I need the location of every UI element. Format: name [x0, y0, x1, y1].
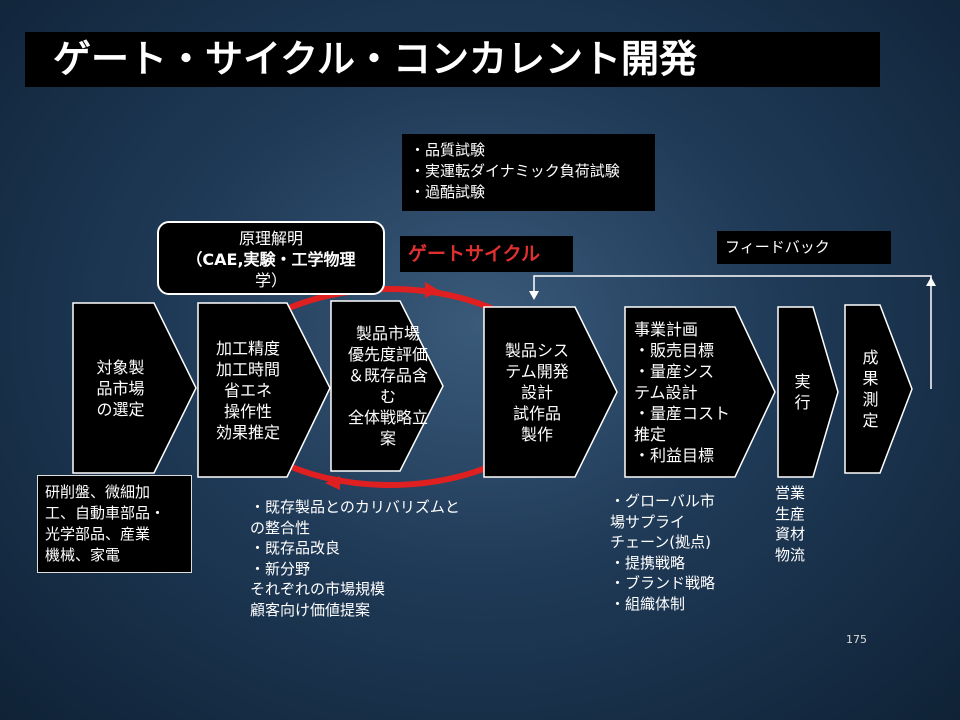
- markets-line: 研削盤、微細加: [45, 483, 151, 501]
- note-line: ・提携戦略: [610, 553, 686, 572]
- stage-text-line: の選定: [96, 399, 145, 419]
- tests-item: ・過酷試験: [410, 183, 486, 201]
- stage-7-text: 成 果 測 定: [848, 305, 893, 473]
- stage-text-line: 果: [862, 369, 879, 388]
- stage-text-line: む: [379, 387, 396, 406]
- stage-text-line: 製品シス: [504, 340, 569, 360]
- stage-text-line: 優先度評価: [347, 345, 428, 364]
- stage-5-text: 事業計画 ・販売目標 ・量産シス テム設計 ・量産コスト 推定 ・利益目標: [634, 307, 754, 477]
- tests-item: ・品質試験: [410, 141, 486, 159]
- stage-text-line: 定: [862, 411, 879, 430]
- note-line: 資材: [775, 525, 806, 543]
- stage-text-line: テム開発: [505, 361, 569, 381]
- markets-line: 機械、家電: [45, 546, 121, 564]
- note-line: チェーン(拠点): [610, 533, 711, 551]
- note-line: ・新分野: [250, 559, 311, 578]
- stage-6-text: 実 行: [780, 307, 825, 477]
- stage-text-line: 製作: [520, 424, 553, 444]
- stage-6-shape: [777, 306, 839, 478]
- principle-box: 原理解明 （CAE,実験・工学物理 学）: [157, 221, 385, 295]
- stage-text-line: 操作性: [223, 401, 272, 421]
- stage-text-line: テム設計: [634, 382, 698, 402]
- stage-4-shape: [483, 306, 618, 478]
- feedback-label: フィードバック: [717, 231, 891, 264]
- stage-text-line: 設計: [520, 382, 553, 402]
- stage-text-line: 成: [862, 348, 879, 367]
- stage-1-shape: [72, 302, 197, 474]
- stage-text-line: ・量産シス: [634, 361, 715, 381]
- execution-notes: 営業 生産 資材 物流: [775, 483, 835, 565]
- stage-text-line: 事業計画: [634, 319, 699, 339]
- market-strategy-notes: ・既存製品とのカリバリズムと の整合性 ・既存品改良 ・新分野 それぞれの市場規…: [250, 497, 490, 620]
- note-line: 生産: [775, 504, 806, 523]
- stage-text-line: 加工時間: [215, 359, 280, 379]
- page-number: 175: [846, 633, 867, 646]
- stage-4-text: 製品シス テム開発 設計 試作品 製作: [486, 307, 588, 477]
- stage-text-line: 全体戦略立: [347, 408, 428, 427]
- gate-cycle-label: ゲートサイクル: [400, 236, 573, 272]
- stage-text-line: ・販売目標: [634, 340, 715, 360]
- stage-text-line: 対象製: [96, 357, 145, 377]
- stage-text-line: 測: [862, 390, 879, 409]
- principle-line: （CAE,実験・工学物理: [186, 250, 356, 269]
- note-line: 物流: [775, 545, 806, 564]
- global-strategy-notes: ・グローバル市 場サプライ チェーン(拠点) ・提携戦略 ・ブランド戦略 ・組織…: [610, 491, 750, 614]
- stage-3-text: 製品市場 優先度評価 ＆既存品含 む 全体戦略立 案: [333, 301, 443, 471]
- stage-text-line: ・利益目標: [634, 445, 715, 465]
- title-bar: ゲート・サイクル・コンカレント開発: [25, 32, 880, 87]
- note-line: 場サプライ: [610, 512, 686, 531]
- note-line: 顧客向け価値提案: [250, 600, 371, 619]
- note-line: ・既存品改良: [250, 539, 341, 557]
- note-line: 営業: [775, 484, 806, 502]
- stage-text-line: 加工精度: [215, 338, 280, 358]
- gate-cycle-arrowhead-top: [425, 282, 440, 298]
- stage-2-text: 加工精度 加工時間 省エネ 操作性 効果推定: [200, 303, 296, 477]
- stage-5-shape: [624, 306, 776, 478]
- gate-cycle-arrowhead-bottom: [325, 476, 340, 490]
- stage-text-line: 省エネ: [223, 380, 272, 400]
- note-line: ・組織体制: [610, 594, 686, 613]
- stage-text-line: 品市場: [96, 378, 145, 398]
- note-line: それぞれの市場規模: [250, 580, 386, 598]
- markets-line: 工、自動車部品・: [45, 504, 166, 522]
- stage-text-line: ＆既存品含: [347, 366, 428, 385]
- stage-1-text: 対象製 品市場 の選定: [78, 303, 163, 473]
- principle-line: 学）: [254, 271, 287, 290]
- page-title: ゲート・サイクル・コンカレント開発: [52, 37, 698, 81]
- feedback-line: [533, 275, 932, 389]
- principle-line: 原理解明: [238, 229, 303, 248]
- stage-text-line: 効果推定: [215, 422, 280, 442]
- stage-text-line: 推定: [634, 424, 667, 444]
- markets-line: 光学部品、産業: [45, 525, 151, 543]
- stage-text-line: 案: [379, 429, 396, 448]
- stage-text-line: ・量産コスト: [634, 403, 731, 423]
- note-line: の整合性: [250, 518, 311, 537]
- target-markets-box: 研削盤、微細加 工、自動車部品・ 光学部品、産業 機械、家電: [37, 475, 192, 573]
- stage-text-line: 製品市場: [355, 324, 420, 343]
- note-line: ・グローバル市: [610, 492, 715, 510]
- stage-text-line: 実: [794, 372, 811, 391]
- tests-item: ・実運転ダイナミック負荷試験: [410, 162, 620, 180]
- feedback-arrowhead-up: [926, 277, 936, 286]
- note-line: ・ブランド戦略: [610, 574, 716, 592]
- stage-2-shape: [197, 302, 331, 478]
- tests-box: ・品質試験 ・実運転ダイナミック負荷試験 ・過酷試験: [402, 134, 655, 211]
- stage-3-shape: [330, 300, 444, 472]
- stage-text-line: 行: [794, 393, 811, 412]
- feedback-arrowhead-down: [529, 291, 539, 300]
- stage-text-line: 試作品: [512, 403, 561, 423]
- stage-7-shape: [844, 304, 913, 474]
- note-line: ・既存製品とのカリバリズムと: [250, 498, 460, 516]
